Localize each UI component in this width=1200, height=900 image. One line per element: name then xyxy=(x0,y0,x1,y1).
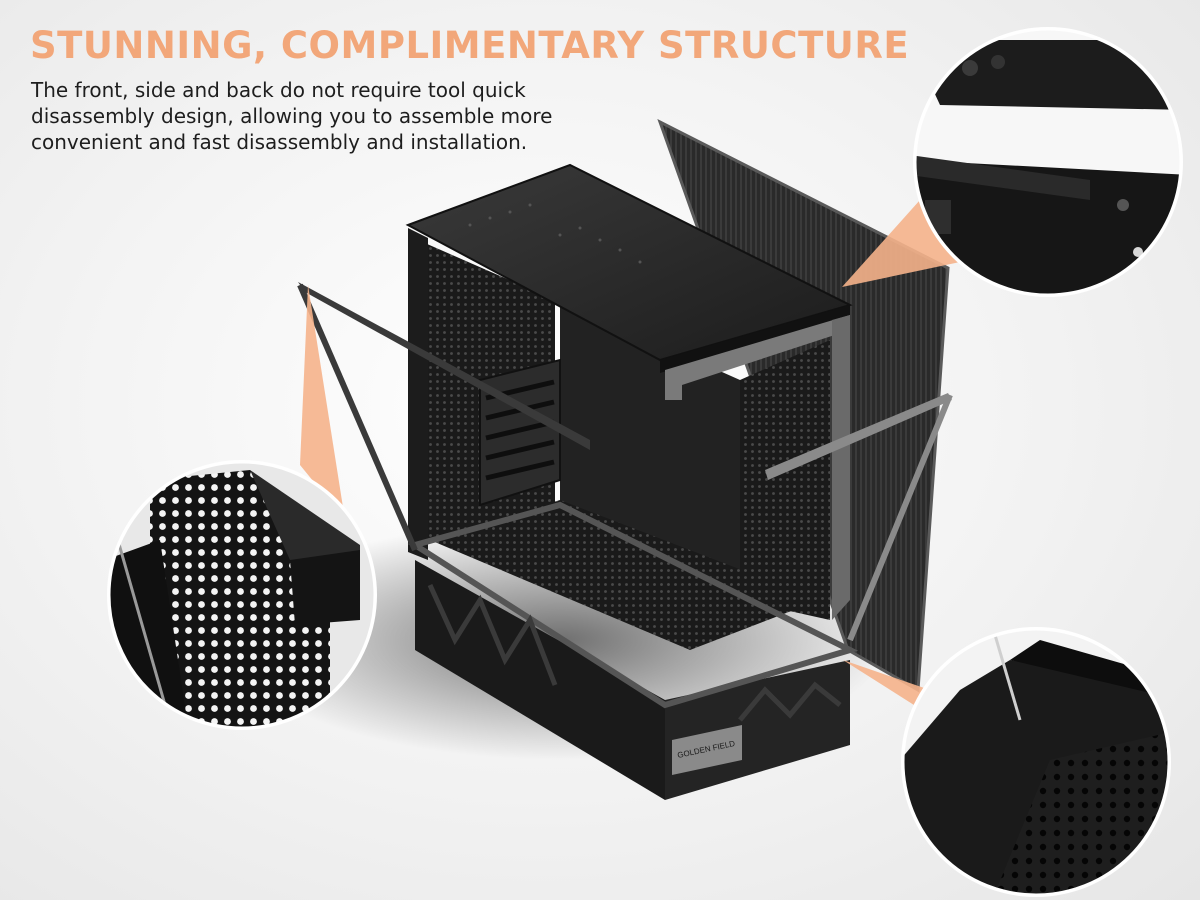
headline: STUNNING, COMPLIMENTARY STRUCTURE xyxy=(30,24,910,67)
expansion-slot-lines xyxy=(485,379,555,481)
front-frame-post xyxy=(832,315,850,620)
front-glass-frame xyxy=(765,393,952,480)
callout-wedge-bottom-right xyxy=(843,660,930,712)
bottom-right-detail xyxy=(901,627,1171,897)
top-panel-dots xyxy=(468,203,642,264)
chassis-left-post xyxy=(408,228,428,560)
description-line-2: disassembly design, allowing you to asse… xyxy=(31,104,553,128)
bottom-mesh-floor xyxy=(430,500,820,650)
description-line-3: convenient and fast disassembly and inst… xyxy=(31,130,528,154)
side-mesh-inner xyxy=(740,340,830,620)
callout-wedge-left xyxy=(300,285,345,520)
base-front-pattern xyxy=(427,583,842,722)
description-line-1: The front, side and back do not require … xyxy=(31,78,526,102)
description: The front, side and back do not require … xyxy=(31,77,591,155)
left-glass-frame-edge xyxy=(297,283,418,552)
left-glass-frame xyxy=(298,282,590,450)
front-frame xyxy=(665,315,850,400)
base-top-rim xyxy=(407,501,859,709)
top-panel-edge xyxy=(660,305,850,373)
brand-plate xyxy=(672,725,742,775)
base-shroud-front xyxy=(415,560,665,800)
front-glass-frame-edge xyxy=(847,393,953,642)
top-right-detail xyxy=(913,27,1183,297)
